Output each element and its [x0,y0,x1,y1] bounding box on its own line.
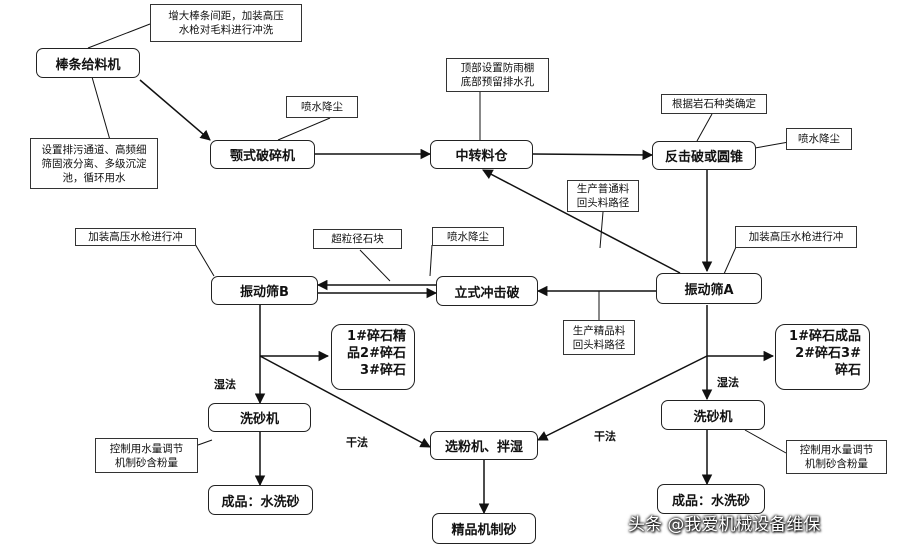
note-vsi-dust-spray: 喷水降尘 [432,227,504,246]
node-powder-separator-mixer: 选粉机、拌湿 [430,431,538,460]
note-normal-return-path: 生产普通料回头料路径 [567,180,639,212]
arrow-bin-to-impact [532,149,654,161]
node-fine-manufactured-sand: 精品机制砂 [432,513,536,544]
node-impact-or-cone: 反击破或圆锥 [652,141,756,170]
label-dry-process-a: 干法 [594,430,616,443]
arrow-feeder-to-jaw [139,79,211,141]
note-jaw-dust-spray: 喷水降尘 [286,96,358,118]
arrow-screen-a-to-mixer [537,355,708,441]
arrow-screen-b-to-mixer [259,355,431,448]
label-wet-process-a: 湿法 [717,376,739,389]
watermark: 头条 @我爱机械设备维保 [628,515,821,535]
node-sand-washer-b: 洗砂机 [208,403,311,432]
node-vertical-impact-crusher: 立式冲击破 [436,276,538,306]
node-sand-washer-a: 洗砂机 [661,400,765,430]
products-screen-a: 1#碎石成品2#碎石3#碎石 [775,324,870,390]
note-control-water-a: 控制用水量调节机制砂含粉量 [786,440,887,474]
note-oversize-stone: 超粒径石块 [313,229,402,249]
note-control-water-b: 控制用水量调节机制砂含粉量 [95,438,198,473]
note-bin-rain-shelter: 顶部设置防雨棚底部预留排水孔 [446,58,549,92]
node-vibrating-screen-a: 振动筛A [656,273,762,304]
note-screen-b-water-gun: 加装高压水枪进行冲 [75,228,196,246]
note-rock-type: 根据岩石种类确定 [661,94,767,114]
node-product-washed-sand-a: 成品：水洗砂 [657,484,765,514]
note-impact-dust-spray: 喷水降尘 [786,128,852,150]
node-product-washed-sand-b: 成品：水洗砂 [208,485,313,515]
arrow-screen-a-to-bin [482,169,681,274]
note-feeder-spacing: 增大棒条间距，加装高压水枪对毛料进行冲洗 [150,4,302,42]
label-wet-process-b: 湿法 [214,378,236,391]
note-screen-a-water-gun: 加装高压水枪进行冲 [735,226,857,248]
label-dry-process-b: 干法 [346,436,368,449]
node-transfer-bin: 中转料仓 [430,140,533,169]
node-jaw-crusher: 颚式破碎机 [210,140,315,169]
note-fine-return-path: 生产精品料回头料路径 [563,320,635,355]
node-bar-feeder: 棒条给料机 [36,48,140,78]
node-vibrating-screen-b: 振动筛B [211,276,318,305]
note-feeder-drainage: 设置排污通道、高频细筛固液分离、多级沉淀池，循环用水 [30,138,158,189]
products-screen-b: 1#碎石精品2#碎石3#碎石 [331,324,415,390]
